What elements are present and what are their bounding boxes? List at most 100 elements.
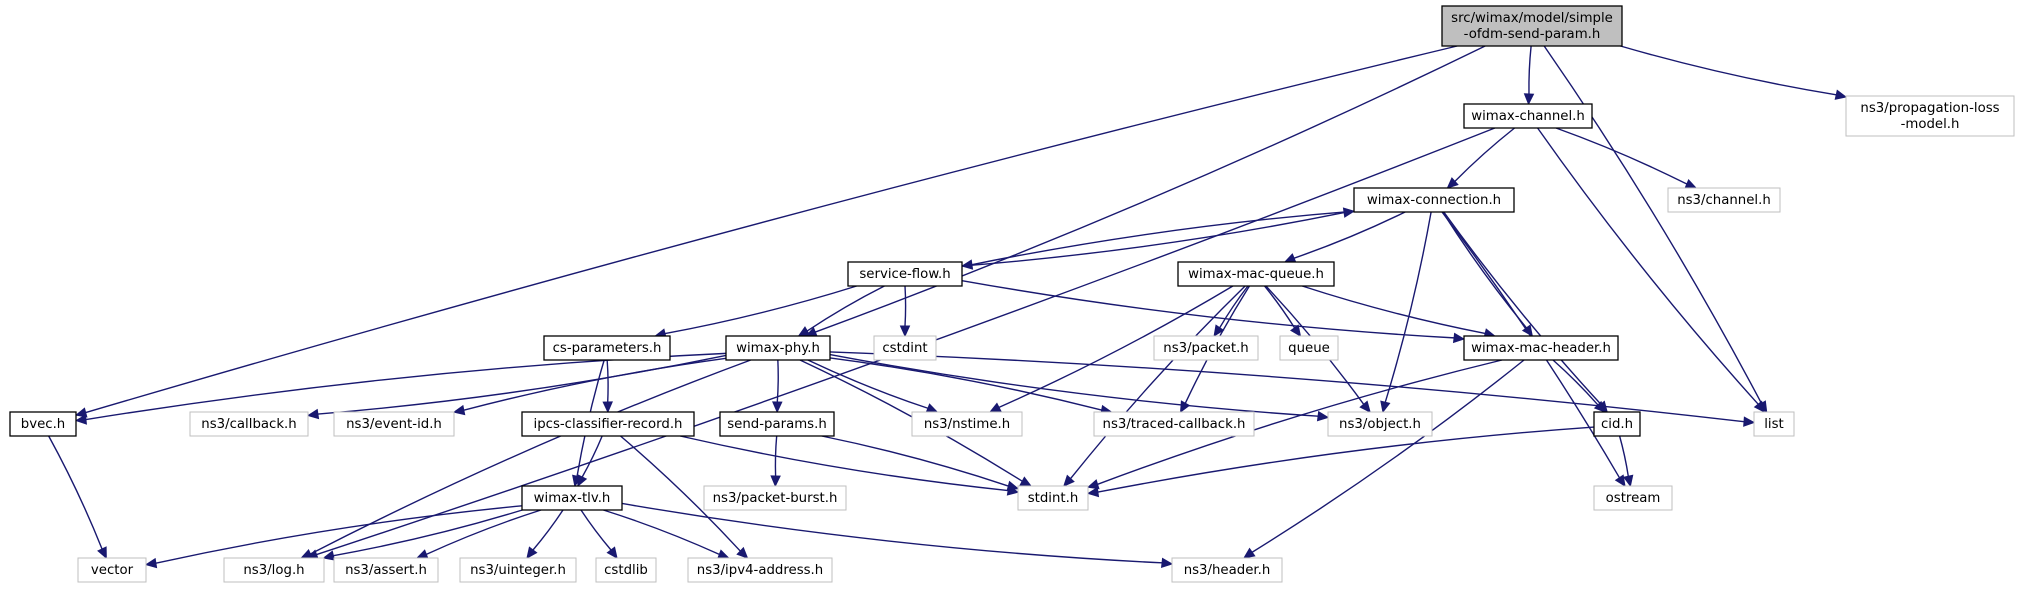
edge-wimax_tlv-to-ns3_log <box>322 509 523 561</box>
node-label: wimax-mac-queue.h <box>1188 267 1324 282</box>
edge-arrowhead <box>526 546 538 559</box>
edge-arrowhead <box>1342 207 1356 218</box>
node-wimax-tlv[interactable]: wimax-tlv.h <box>521 485 623 511</box>
node-wimax-connection[interactable]: wimax-connection.h <box>1353 187 1515 213</box>
edge-arrowhead <box>925 403 939 413</box>
edge-line <box>961 279 1455 339</box>
edge-arrowhead <box>1523 93 1535 106</box>
edge-arrowhead <box>322 550 336 561</box>
edge-wimax_phy-to-list <box>829 351 1756 427</box>
edge-service_flow-to-wimax_connection <box>961 207 1356 267</box>
node-send-params[interactable]: send-params.h <box>719 411 835 437</box>
edge-line <box>317 354 727 415</box>
edge-wimax_phy-to-ns3_event_id <box>452 357 727 416</box>
node-label: wimax-channel.h <box>1471 109 1585 124</box>
edge-arrowhead <box>1290 324 1302 337</box>
edge-arrowhead <box>452 404 466 416</box>
node-service-flow[interactable]: service-flow.h <box>847 261 963 287</box>
node-cstdlib: cstdlib <box>595 557 657 583</box>
edge-line <box>1618 435 1629 477</box>
edge-line <box>998 285 1234 409</box>
edge-ipcs-to-wimax_tlv <box>577 435 603 488</box>
edge-arrowhead <box>1614 474 1626 488</box>
edge-arrowhead <box>306 408 320 420</box>
edge-send_params-to-ns3_packet_burst <box>770 435 781 488</box>
node-label: ns3/ipv4-address.h <box>697 563 823 578</box>
edge-line <box>821 435 1009 487</box>
node-cs-parameters[interactable]: cs-parameters.h <box>543 335 671 361</box>
node-box <box>333 557 439 583</box>
edge-arrowhead <box>1086 486 1100 498</box>
node-label: ns3/packet-burst.h <box>713 491 838 506</box>
node-box <box>1327 411 1433 437</box>
node-box <box>1177 261 1335 287</box>
edge-wimax_phy-to-ns3_callback <box>306 354 727 420</box>
edge-service_flow-to-cs_parameters <box>654 285 857 339</box>
node-ns3-ipv4-address: ns3/ipv4-address.h <box>687 557 833 583</box>
edge-wimax_mac_header-to-cid <box>1552 359 1606 413</box>
node-box <box>459 557 577 583</box>
node-box <box>725 335 831 361</box>
node-wimax-mac-header[interactable]: wimax-mac-header.h <box>1463 335 1619 361</box>
edge-line <box>1528 45 1532 95</box>
edge-arrowhead <box>602 401 613 414</box>
node-label: cstdlib <box>604 563 648 578</box>
node-label: cs-parameters.h <box>553 341 662 356</box>
node-wimax-mac-queue[interactable]: wimax-mac-queue.h <box>1177 261 1335 287</box>
edge-arrowhead <box>97 546 107 560</box>
node-box <box>1171 557 1283 583</box>
edge-arrowhead <box>74 407 88 418</box>
edge-line <box>85 352 727 421</box>
edge-line <box>807 359 929 409</box>
edge-line <box>1555 127 1688 185</box>
edge-line <box>1264 285 1296 329</box>
node-propagation: ns3/propagation-loss-model.h <box>1845 95 2015 137</box>
edge-line <box>603 509 720 556</box>
node-label: ns3/event-id.h <box>346 417 442 432</box>
node-label: ns3/traced-callback.h <box>1103 417 1246 432</box>
node-box <box>1153 335 1259 361</box>
edge-arrowhead <box>144 557 158 569</box>
edge-wimax_channel-to-ns3_channel <box>1555 127 1698 189</box>
edge-arrowhead <box>772 401 783 414</box>
edge-line <box>48 435 103 550</box>
node-label: ipcs-classifier-record.h <box>534 417 683 432</box>
edge-line <box>680 435 1009 492</box>
node-label: wimax-connection.h <box>1367 193 1501 208</box>
edge-arrowhead <box>1242 547 1256 559</box>
edge-line <box>532 509 564 551</box>
edge-line <box>776 359 779 403</box>
edge-line <box>1443 211 1602 405</box>
node-ipcs[interactable]: ipcs-classifier-record.h <box>521 411 695 437</box>
edge-line <box>806 285 885 332</box>
edge-wimax_connection-to-wimax_mac_queue <box>1283 211 1406 263</box>
edge-wimax_phy-to-ns3_traced_callback <box>829 357 1113 416</box>
node-box <box>1667 187 1781 213</box>
edge-arrowhead <box>736 546 749 559</box>
node-box <box>687 557 833 583</box>
node-cid[interactable]: cid.h <box>1593 411 1641 437</box>
edge-arrowhead <box>415 549 429 560</box>
edge-line <box>1293 211 1406 259</box>
edge-wimax_phy-to-ns3_nstime <box>807 359 939 413</box>
edge-wimax_channel-to-list <box>1537 127 1766 413</box>
node-wimax-phy[interactable]: wimax-phy.h <box>725 335 831 361</box>
node-ostream: ostream <box>1593 485 1673 511</box>
node-label: wimax-phy.h <box>736 341 820 356</box>
node-bvec[interactable]: bvec.h <box>9 411 77 437</box>
edge-line <box>155 505 523 564</box>
edge-arrowhead <box>1086 479 1100 490</box>
edge-wimax_mac_queue-to-stdint <box>1063 285 1246 487</box>
node-box <box>1017 485 1089 511</box>
node-box <box>595 557 657 583</box>
edge-arrowhead <box>1834 89 1848 100</box>
edge-line <box>1219 285 1249 329</box>
edge-wimax_channel-to-wimax_connection <box>1446 127 1516 189</box>
edge-wimax_tlv-to-ns3_uinteger <box>526 509 564 559</box>
node-ns3-header: ns3/header.h <box>1171 557 1283 583</box>
edge-wimax_mac_queue-to-ns3_packet <box>1213 285 1249 338</box>
node-wimax-channel[interactable]: wimax-channel.h <box>1463 103 1593 129</box>
edge-arrowhead <box>797 326 811 337</box>
edge-arrowhead <box>1006 480 1020 491</box>
